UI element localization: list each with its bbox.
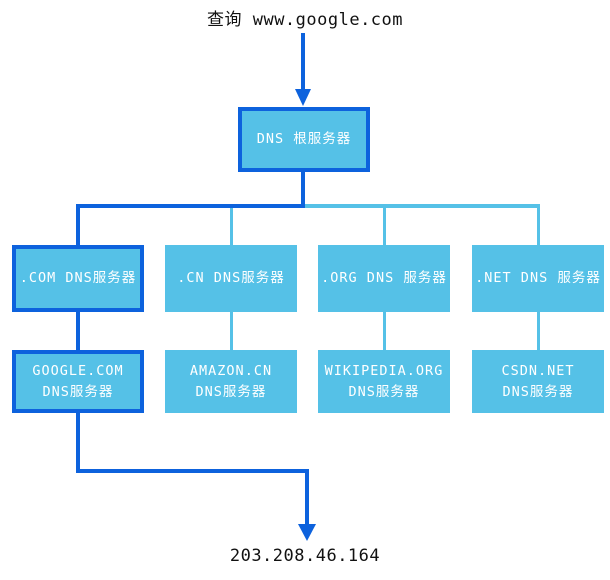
connector-bus-to-net: [536, 204, 540, 245]
node-label: .NET DNS 服务器: [475, 270, 601, 286]
result-line-down: [76, 413, 80, 473]
bus-line-left-highlighted: [76, 204, 305, 208]
connector-cn-to-amazon: [229, 312, 233, 350]
result-line-to-ip: [305, 469, 309, 525]
node-label-line1: WIKIPEDIA.ORG: [324, 362, 444, 379]
node-amazon-cn-dns-server: AMAZON.CN DNS服务器: [165, 350, 297, 413]
connector-org-to-wikipedia: [382, 312, 386, 350]
node-label: .ORG DNS 服务器: [321, 270, 447, 286]
node-wikipedia-org-dns-server: WIKIPEDIA.ORG DNS服务器: [318, 350, 450, 413]
arrow-down-icon: [298, 524, 316, 541]
root-stem-line: [301, 172, 305, 206]
node-cn-dns-server: .CN DNS服务器: [165, 245, 297, 312]
result-line-across: [76, 469, 309, 473]
connector-bus-to-cn: [229, 208, 233, 245]
node-label: .CN DNS服务器: [177, 270, 285, 286]
node-net-dns-server: .NET DNS 服务器: [472, 245, 604, 312]
query-to-root-line: [301, 33, 305, 91]
node-csdn-net-dns-server: CSDN.NET DNS服务器: [472, 350, 604, 413]
connector-bus-to-org: [382, 208, 386, 245]
connector-net-to-csdn: [536, 312, 540, 350]
node-label-line2: DNS服务器: [42, 383, 114, 400]
node-label-line1: AMAZON.CN: [189, 362, 273, 379]
node-org-dns-server: .ORG DNS 服务器: [318, 245, 450, 312]
bus-line-right: [305, 204, 539, 208]
node-label-line2: DNS服务器: [502, 383, 574, 400]
node-dns-root-server: DNS 根服务器: [238, 107, 370, 172]
resolved-ip-address: 203.208.46.164: [229, 546, 381, 566]
node-google-com-dns-server: GOOGLE.COM DNS服务器: [12, 350, 144, 413]
query-title: 查询 www.google.com: [206, 10, 404, 30]
connector-com-to-google: [76, 312, 80, 350]
node-label-line1: CSDN.NET: [501, 362, 575, 379]
arrow-down-icon: [295, 89, 311, 106]
node-label: .COM DNS服务器: [19, 270, 137, 286]
connector-bus-to-com: [76, 204, 80, 245]
node-label-line2: DNS服务器: [195, 383, 267, 400]
node-com-dns-server: .COM DNS服务器: [12, 245, 144, 312]
node-label: DNS 根服务器: [256, 131, 352, 147]
node-label-line1: GOOGLE.COM: [32, 362, 124, 379]
node-label-line2: DNS服务器: [348, 383, 420, 400]
